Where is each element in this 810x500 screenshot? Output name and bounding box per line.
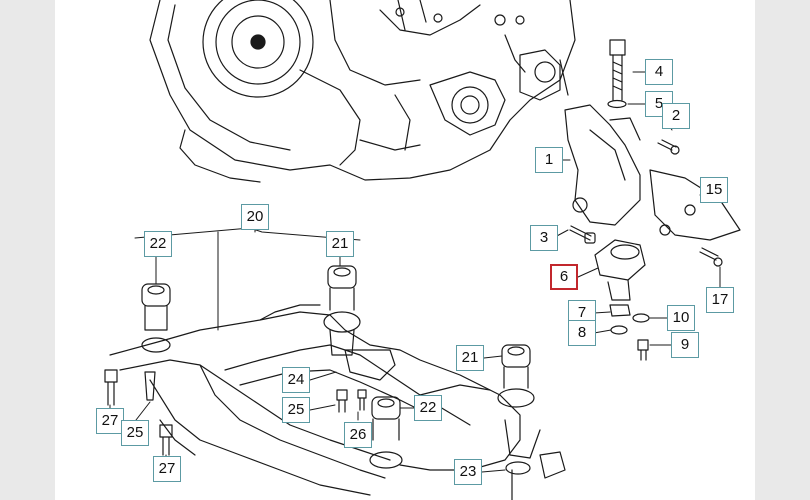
callout-25-lower[interactable]: 25 bbox=[121, 420, 149, 446]
callout-4[interactable]: 4 bbox=[645, 59, 673, 85]
callout-21-right[interactable]: 21 bbox=[456, 345, 484, 371]
right-margin bbox=[755, 0, 810, 500]
callout-27[interactable]: 27 bbox=[96, 408, 124, 434]
callout-10[interactable]: 10 bbox=[667, 305, 695, 331]
callout-15[interactable]: 15 bbox=[700, 177, 728, 203]
callout-23[interactable]: 23 bbox=[454, 459, 482, 485]
callout-22[interactable]: 22 bbox=[144, 231, 172, 257]
callout-9[interactable]: 9 bbox=[671, 332, 699, 358]
callout-17[interactable]: 17 bbox=[706, 287, 734, 313]
transmission-illustration bbox=[149, 0, 576, 183]
callout-3[interactable]: 3 bbox=[530, 225, 558, 251]
callout-25[interactable]: 25 bbox=[282, 397, 310, 423]
callout-27-lower[interactable]: 27 bbox=[153, 456, 181, 482]
callout-20[interactable]: 20 bbox=[241, 204, 269, 230]
callout-6[interactable]: 6 bbox=[550, 264, 578, 290]
callout-8[interactable]: 8 bbox=[568, 320, 596, 346]
subframe-illustration bbox=[104, 219, 566, 500]
callout-24[interactable]: 24 bbox=[282, 367, 310, 393]
callout-2[interactable]: 2 bbox=[662, 103, 690, 129]
left-margin bbox=[0, 0, 55, 500]
callout-1[interactable]: 1 bbox=[535, 147, 563, 173]
callout-21[interactable]: 21 bbox=[326, 231, 354, 257]
callout-26[interactable]: 26 bbox=[344, 422, 372, 448]
callout-22-right[interactable]: 22 bbox=[414, 395, 442, 421]
